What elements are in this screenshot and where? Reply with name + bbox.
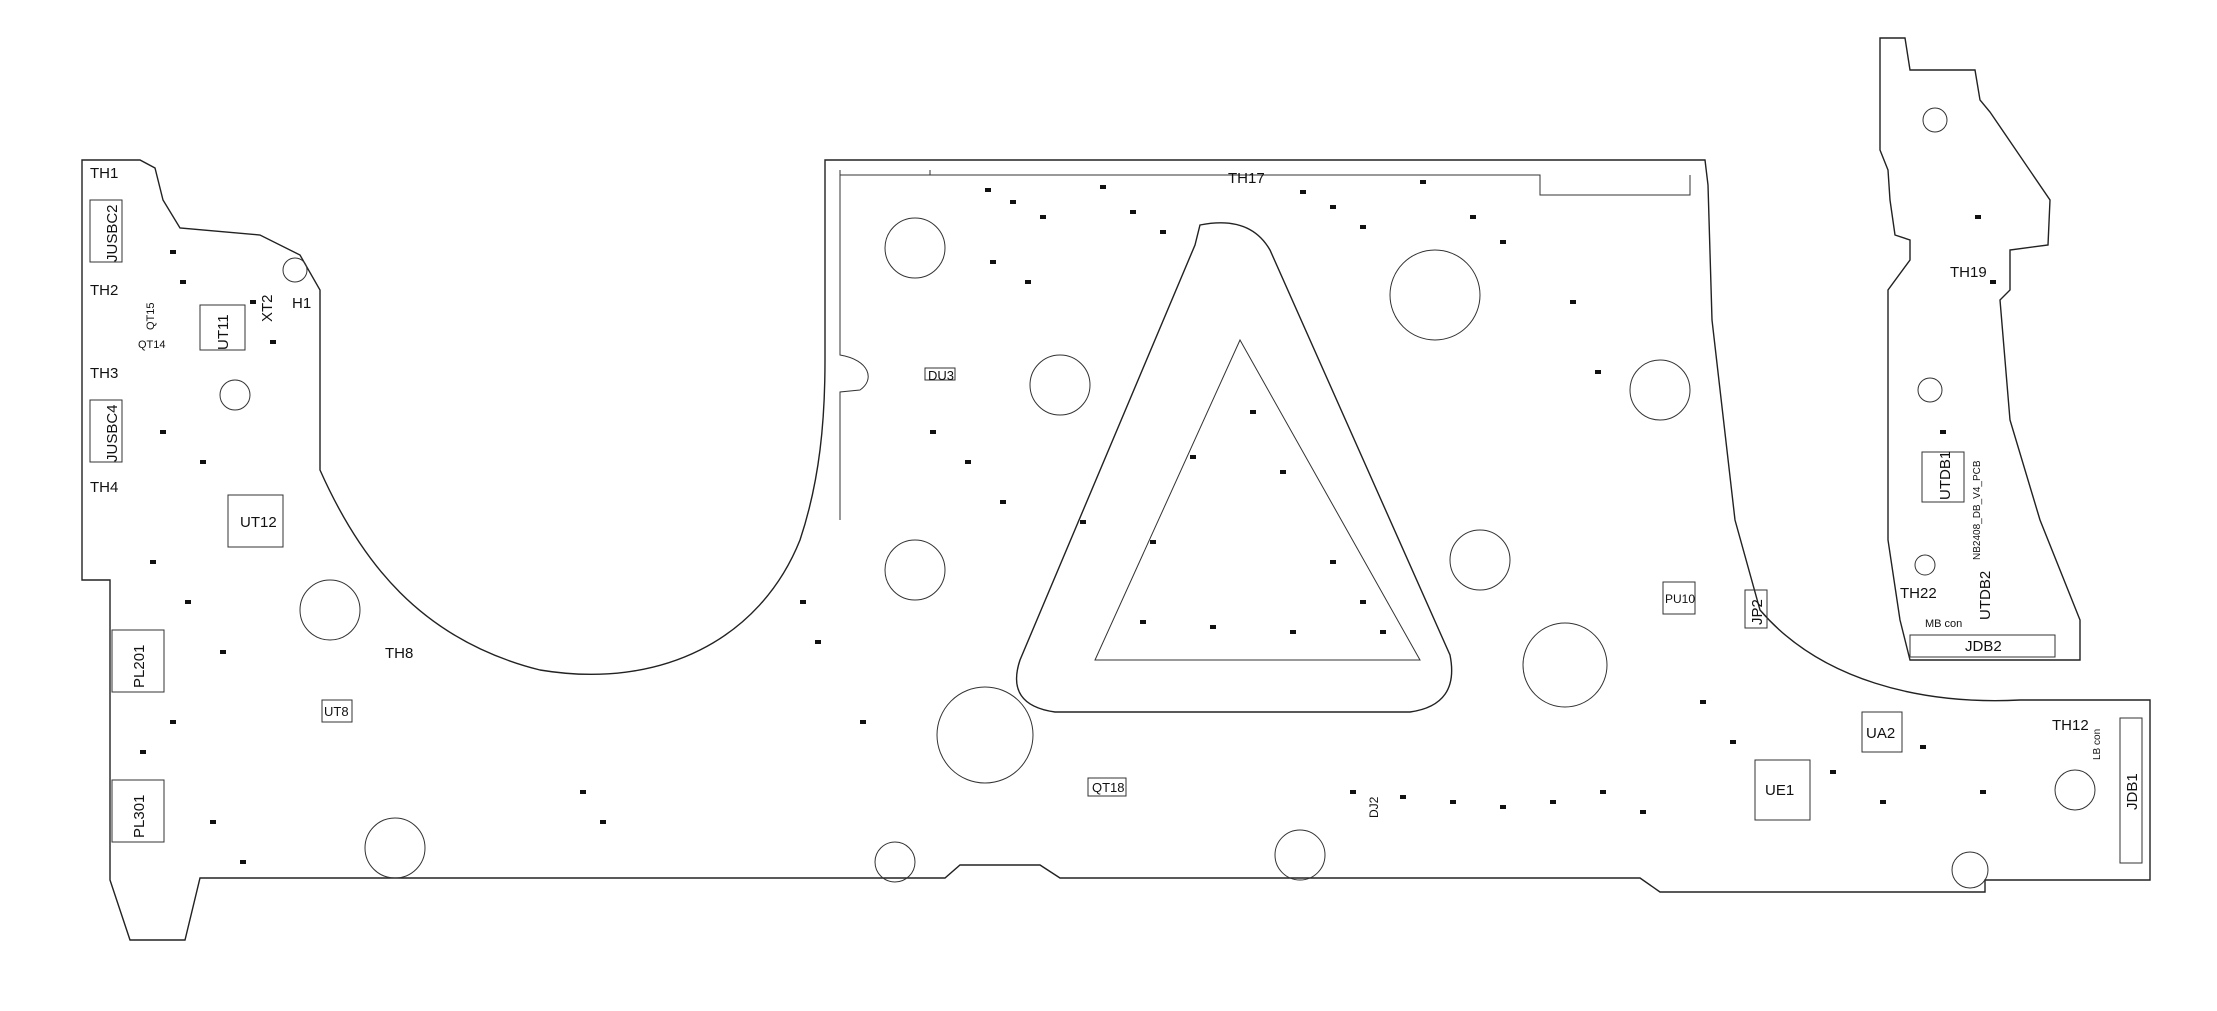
label-h1: H1	[292, 295, 311, 312]
label-th19: TH19	[1950, 264, 1987, 281]
label-mb-con: MB con	[1925, 618, 1962, 630]
label-pu10: PU10	[1665, 592, 1695, 606]
jusbc2-box	[89, 199, 123, 263]
label-qt15: QT15	[145, 302, 157, 330]
label-th4: TH4	[90, 479, 118, 496]
du3-box	[924, 367, 956, 381]
smd-pads	[140, 180, 1996, 864]
ut12-box	[227, 494, 284, 548]
top-recess-outline	[839, 170, 1691, 196]
label-jusbc2: JUSBC2	[104, 204, 121, 262]
utdb1-box	[1921, 451, 1965, 503]
heatsink-triangle-outer	[1015, 222, 1453, 713]
label-jusbc4: JUSBC4	[104, 404, 121, 462]
label-pl301: PL301	[131, 795, 148, 838]
label-utdb2: UTDB2	[1977, 571, 1994, 620]
label-ua2: UA2	[1866, 725, 1895, 742]
label-ut12: UT12	[240, 514, 277, 531]
left-recess-notch	[839, 175, 869, 520]
mounting-holes	[219, 107, 2096, 889]
ue1-box	[1754, 759, 1811, 821]
label-th1: TH1	[90, 165, 118, 182]
jp2-box	[1744, 589, 1768, 629]
label-pl201: PL201	[131, 645, 148, 688]
heatsink-triangle-inner	[1094, 338, 1421, 661]
label-th22: TH22	[1900, 585, 1937, 602]
label-du3: DU3	[928, 368, 954, 383]
ut11-box	[199, 304, 246, 351]
pu10-box	[1662, 581, 1696, 615]
ua2-box	[1861, 711, 1903, 753]
label-lb-con: LB con	[2092, 729, 2103, 760]
label-dj2: DJ2	[1367, 796, 1381, 818]
label-ut8: UT8	[324, 704, 349, 719]
label-th17: TH17	[1228, 170, 1265, 187]
label-ut11: UT11	[215, 314, 232, 350]
label-th12: TH12	[2052, 717, 2089, 734]
label-jdb2: JDB2	[1965, 638, 2002, 655]
label-jp2: JP2	[1749, 599, 1766, 625]
label-ue1: UE1	[1765, 782, 1794, 799]
label-utdb1: UTDB1	[1937, 451, 1954, 500]
pl201-box	[111, 629, 165, 693]
main-board-outline	[81, 159, 2151, 941]
jdb2-box	[1909, 634, 2056, 658]
label-th8: TH8	[385, 645, 413, 662]
label-pcb-code: NB2408_DB_V4_PCB	[1972, 460, 1983, 560]
component-boxes	[89, 199, 2143, 864]
daughterboard-outline	[1879, 37, 2081, 661]
jdb1-box	[2119, 717, 2143, 864]
label-jdb1: JDB1	[2124, 773, 2141, 810]
pl301-box	[111, 779, 165, 843]
label-xt2: XT2	[259, 294, 276, 322]
ut8-box	[321, 699, 353, 723]
label-th3: TH3	[90, 365, 118, 382]
label-qt18: QT18	[1092, 780, 1125, 795]
jusbc4-box	[89, 399, 123, 463]
label-qt14: QT14	[138, 339, 166, 351]
qt18-box	[1087, 777, 1127, 797]
label-th2: TH2	[90, 282, 118, 299]
